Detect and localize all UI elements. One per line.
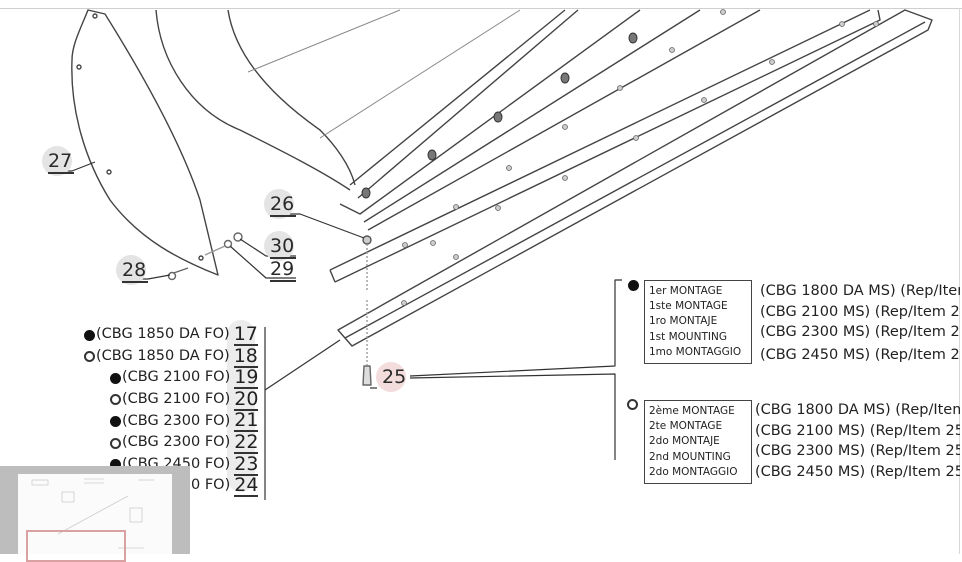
- filled-dot-icon: [84, 329, 95, 341]
- page-overview-thumbnail[interactable]: [0, 466, 190, 562]
- right-scroll-edge: [959, 8, 960, 554]
- callout-25[interactable]: 25: [376, 362, 408, 392]
- ref-18[interactable]: 18: [233, 344, 258, 368]
- filled-dot-icon: [110, 415, 121, 427]
- hollow-dot-icon: [110, 437, 121, 449]
- callout-26[interactable]: 26: [264, 189, 297, 219]
- blade-curve-outer: [227, 9, 356, 186]
- callout-30[interactable]: 30: [264, 231, 297, 261]
- first-mounting-models: (CBG 1800 DA MS) (Rep/Item (CBG 2100 MS)…: [760, 283, 960, 363]
- plate-hole: [106, 169, 112, 175]
- legend-row: (CBG 1850 DA FO) 18: [84, 346, 258, 368]
- first-mounting-box: 1er MONTAGE 1ste MONTAGE 1ro MONTAJE 1st…: [644, 280, 752, 365]
- callout-28[interactable]: 28: [116, 255, 149, 285]
- thumbnail-viewport-frame[interactable]: [26, 530, 126, 562]
- callout-27[interactable]: 27: [42, 146, 75, 176]
- legend-row: (CBG 1850 DA FO) 17: [84, 324, 258, 346]
- legend-row: (CBG 2300 FO) 21: [110, 409, 259, 433]
- thumbnail-drawing: [31, 478, 154, 549]
- bolt-25: [362, 365, 372, 386]
- callout-bubble: [116, 255, 146, 285]
- filled-dot-icon: [628, 280, 639, 291]
- legend-row: (CBG 2100 FO) 19: [110, 366, 259, 390]
- top-border: [0, 8, 962, 9]
- leader-29: [229, 245, 296, 279]
- plate-hole: [76, 64, 82, 70]
- plate-hole: [198, 255, 204, 261]
- ref-21[interactable]: 21: [234, 409, 259, 433]
- wear-strip-1: [329, 9, 881, 283]
- plate-hole: [92, 13, 98, 19]
- wear-strip-2: [337, 9, 933, 347]
- ref-column-highlight: [227, 320, 255, 492]
- ref-17[interactable]: 17: [233, 323, 258, 346]
- filled-dot-icon: [110, 372, 121, 384]
- side-plate-27: [71, 9, 219, 276]
- ref-19[interactable]: 19: [234, 366, 259, 390]
- callout-bubble: [376, 362, 406, 392]
- thumbnail-page: [18, 474, 172, 554]
- filled-dot-icon: [110, 459, 121, 471]
- callout-bubble: [264, 189, 294, 219]
- ref-22[interactable]: 22: [234, 431, 259, 454]
- callout-29[interactable]: 29: [270, 258, 297, 282]
- second-mounting-box: 2ème MONTAGE 2te MONTAGE 2do MONTAJE 2nd…: [644, 400, 752, 485]
- leader-25-to-second: [409, 373, 616, 460]
- blade-curve-inner: [155, 9, 351, 191]
- callout-bubble: [264, 231, 294, 261]
- callout-bubble: [42, 146, 72, 176]
- blade-top-strip: [339, 9, 761, 231]
- legend-row: (CBG 2300 FO) 22: [110, 431, 259, 454]
- second-mounting-models: (CBG 1800 DA MS) (Rep/Item (CBG 2100 MS)…: [755, 402, 960, 480]
- ref-24[interactable]: 24: [234, 474, 259, 498]
- hollow-dot-icon: [627, 399, 638, 410]
- hollow-dot-icon: [110, 394, 121, 406]
- hollow-dot-icon: [84, 351, 95, 363]
- leader-25-to-first: [409, 279, 622, 377]
- legend-row: (CBG 2100 FO) 20: [110, 387, 259, 411]
- ref-23[interactable]: 23: [234, 452, 259, 476]
- ref-20[interactable]: 20: [234, 387, 259, 411]
- leader-left-legend: [264, 339, 341, 391]
